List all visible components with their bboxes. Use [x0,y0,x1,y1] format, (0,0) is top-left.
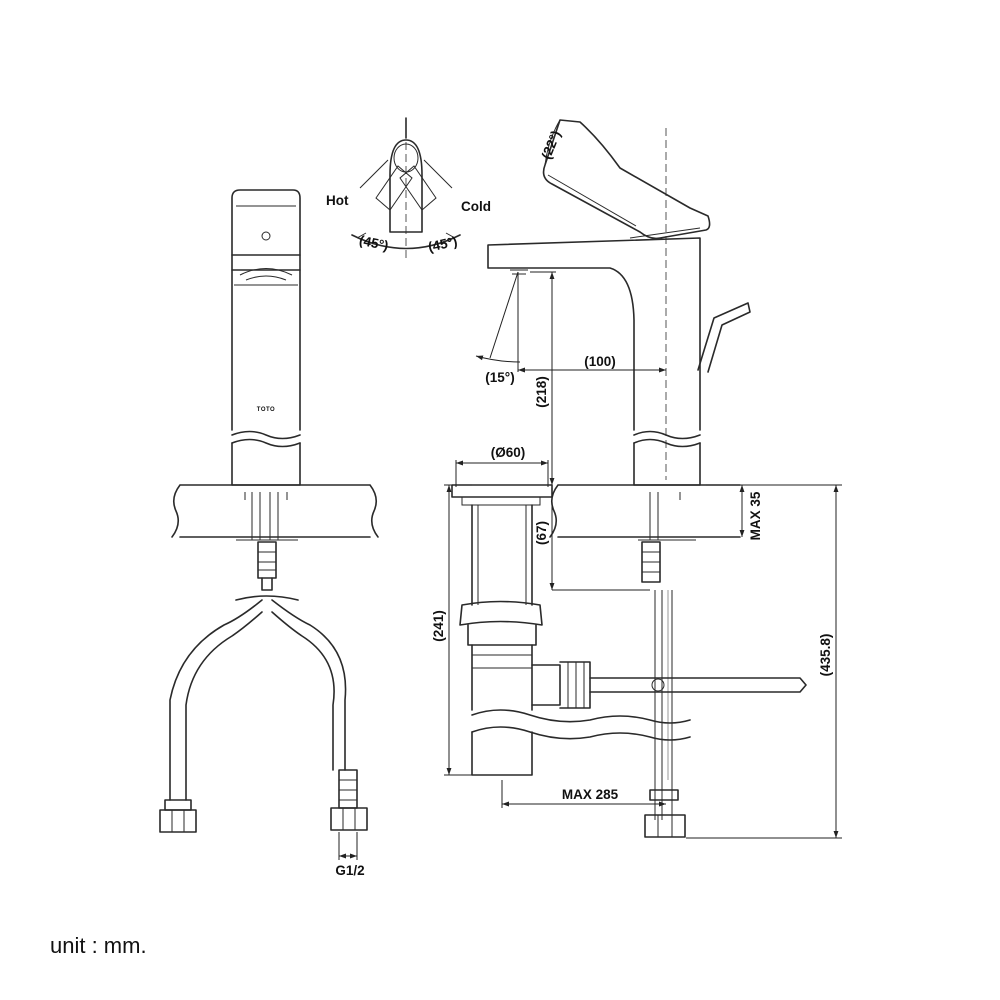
front-deck [171,484,379,538]
handle-swing-view: Hot Cold (45°) (45°) [326,117,491,258]
right-hose [271,599,347,771]
front-body [231,269,301,431]
spout-height-label: (218) [534,376,549,408]
swing-handle [389,139,423,233]
drain-pivot [531,664,561,706]
drain-flange [451,484,553,498]
dimensions: (100) (15°) (218) (67) (Ø60) (241) MAX 2… [431,271,842,839]
cold-angle-label: (45°) [427,234,459,255]
handle-tilt-label: (22°) [539,128,564,161]
spout-reach-label: (100) [584,354,616,369]
cold-label: Cold [461,199,491,214]
drain-nut [459,600,543,626]
front-handle [231,189,301,256]
brand-mark: TOTO [257,407,275,413]
side-lever-handle [542,119,711,240]
drain-assembly [451,484,807,776]
handle-indicator-dot [261,231,271,241]
total-height-label: (435.8) [818,634,833,677]
left-hose [169,599,263,801]
popup-rod [697,302,751,373]
unit-note: unit : mm. [50,933,147,958]
spout-angle-label: (15°) [485,370,514,385]
side-spout [487,237,701,431]
side-deck [549,484,741,538]
front-view: TOTO G1/2 [159,189,379,878]
max-deck-thickness-label: MAX 35 [748,491,763,540]
drain-length-label: (241) [431,610,446,642]
hot-angle-label: (45°) [358,233,390,254]
max-rod-length-label: MAX 285 [562,787,619,802]
drain-diameter-label: (Ø60) [491,445,526,460]
side-view: (22°) [487,119,751,838]
below-deck-depth-label: (67) [534,521,549,545]
thread-size-label: G1/2 [335,863,364,878]
hot-label: Hot [326,193,349,208]
